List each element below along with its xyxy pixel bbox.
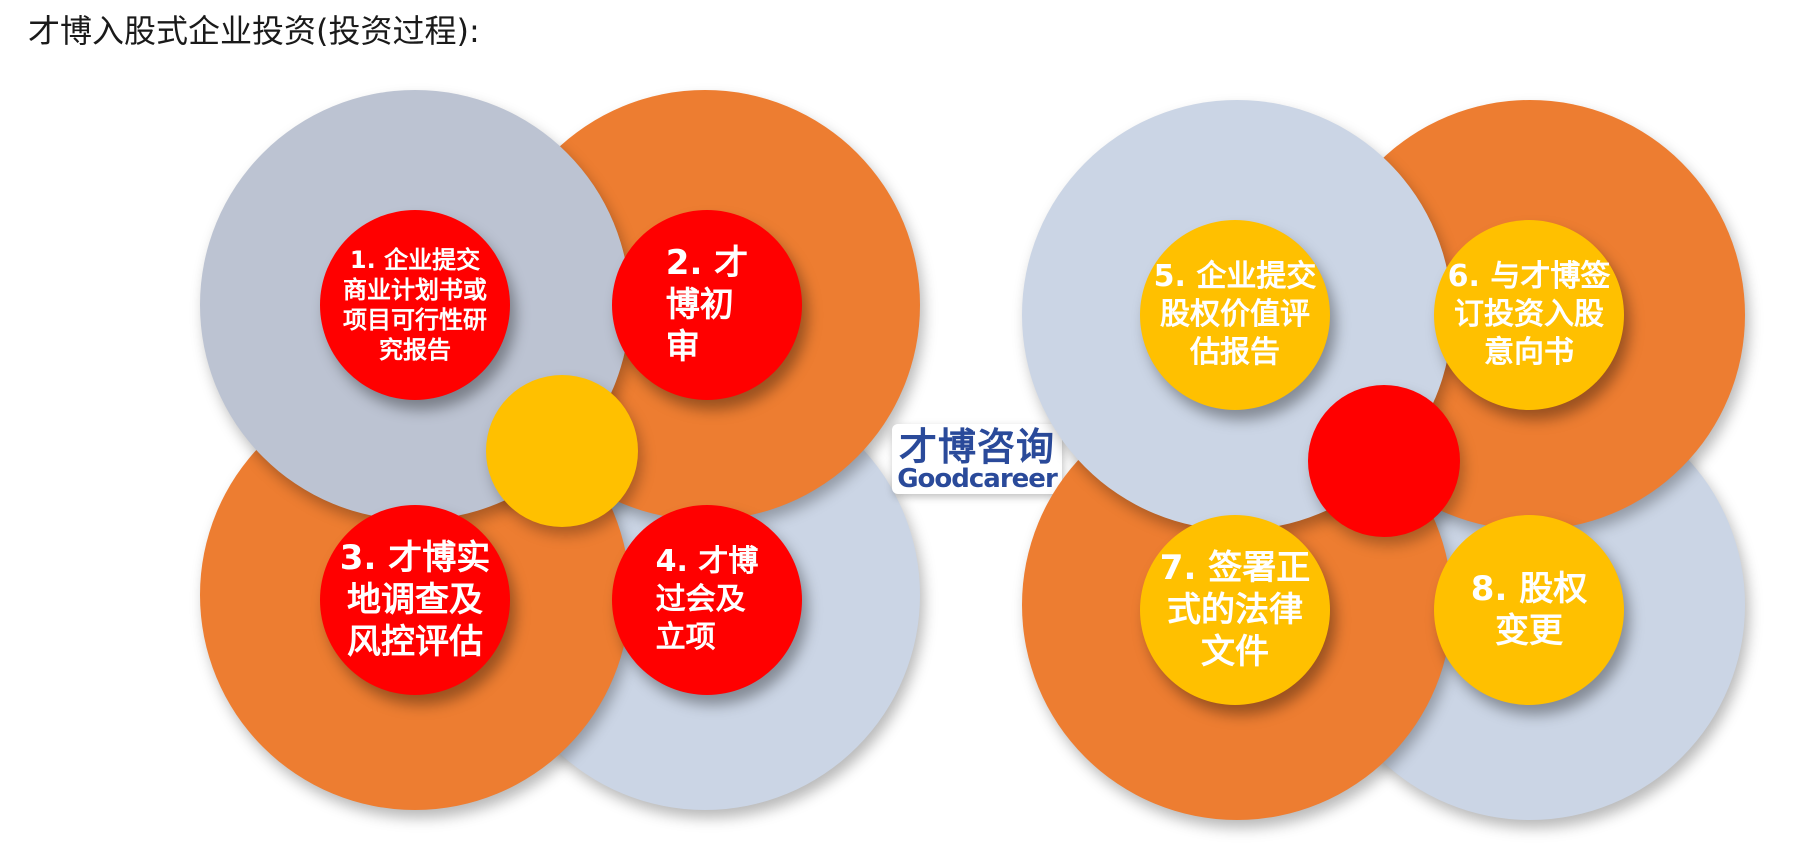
- right-cluster-center-dot: [1308, 385, 1460, 537]
- step-8-circle: 8. 股权 变更: [1434, 515, 1624, 705]
- step-8-label: 8. 股权 变更: [1470, 569, 1588, 651]
- step-5-circle: 5. 企业提交 股权价值评 估报告: [1140, 220, 1330, 410]
- goodcareer-logo: 才博咨询 Goodcareer: [892, 424, 1062, 494]
- page-title: 才博入股式企业投资(投资过程):: [28, 12, 480, 50]
- logo-english-text: Goodcareer: [897, 464, 1058, 494]
- step-6-circle: 6. 与才博签 订投资入股 意向书: [1434, 220, 1624, 410]
- step-4-label: 4. 才博 过会及 立项: [655, 544, 759, 655]
- step-6-label: 6. 与才博签 订投资入股 意向书: [1447, 259, 1611, 370]
- step-7-label: 7. 签署正 式的法律 文件: [1159, 548, 1311, 672]
- step-3-label: 3. 才博实 地调查及 风控评估: [339, 538, 491, 662]
- logo-chinese-text: 才博咨询: [898, 425, 1055, 469]
- step-1-circle: 1. 企业提交 商业计划书或 项目可行性研 究报告: [320, 210, 510, 400]
- step-7-circle: 7. 签署正 式的法律 文件: [1140, 515, 1330, 705]
- step-2-label: 2. 才 博初 审: [665, 243, 749, 367]
- step-3-circle: 3. 才博实 地调查及 风控评估: [320, 505, 510, 695]
- step-5-label: 5. 企业提交 股权价值评 估报告: [1153, 259, 1317, 370]
- step-4-circle: 4. 才博 过会及 立项: [612, 505, 802, 695]
- step-2-circle: 2. 才 博初 审: [612, 210, 802, 400]
- step-1-label: 1. 企业提交 商业计划书或 项目可行性研 究报告: [343, 246, 487, 364]
- left-cluster-center-dot: [486, 375, 638, 527]
